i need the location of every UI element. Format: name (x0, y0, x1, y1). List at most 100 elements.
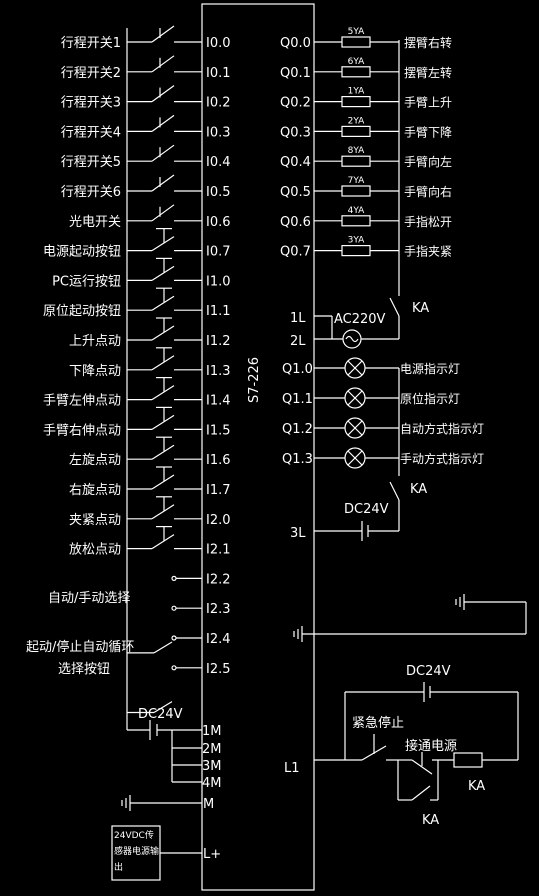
solenoid-coil-icon (341, 125, 371, 138)
input-address: I1.7 (206, 483, 231, 498)
output-address: Q0.1 (280, 66, 311, 81)
input-label: 右旋点动 (69, 483, 121, 498)
output-function-label: 摆臂右转 (404, 35, 452, 50)
input-label: 放松点动 (69, 543, 121, 558)
output-address: Q0.5 (280, 185, 311, 200)
ka-coil-label: KA (468, 779, 485, 794)
selector-lever-icon (153, 701, 173, 714)
lamp-address: Q1.3 (282, 452, 313, 467)
push-button-icon (151, 295, 175, 311)
output-function-label: 手臂向左 (404, 154, 452, 169)
dc24v-label-out: DC24V (344, 502, 389, 517)
limit-switch-icon (151, 85, 175, 103)
input-address: I1.1 (206, 304, 231, 319)
sensor-box-line2: 感器电源输 (114, 845, 159, 857)
limit-switch-icon (151, 204, 175, 222)
output-address: Q0.2 (280, 96, 311, 111)
input-address: I0.0 (206, 36, 231, 51)
lamp-function-label: 原位指示灯 (400, 391, 460, 406)
output-address: Q0.6 (280, 215, 311, 230)
input-label: 夹紧点动 (69, 513, 121, 528)
output-function-label: 手臂下降 (404, 125, 452, 139)
input-label: 电源起动按钮 (43, 245, 121, 260)
input-label: 行程开关3 (61, 96, 121, 111)
input-address: I0.4 (206, 155, 231, 170)
solenoid-coil-icon (341, 155, 371, 167)
terminal-l-plus: L+ (203, 847, 221, 862)
ac220v-label: AC220V (334, 312, 386, 327)
input-label: 行程开关1 (61, 36, 121, 51)
selector-lever-icon (153, 641, 173, 654)
lamp-row-Q1-3: Q1.3 手动方式指示灯 (282, 447, 484, 469)
coil-label: 2YA (348, 116, 366, 126)
coil-label: 4YA (348, 206, 366, 216)
output-function-label: 手臂上升 (404, 96, 452, 110)
plc-model-label: S7-226 (247, 357, 262, 403)
push-button-icon (151, 325, 175, 341)
lamp-function-label: 电源指示灯 (400, 361, 460, 376)
auto-manual-label: 自动/手动选择 (48, 591, 130, 606)
input-label: 手臂左伸点动 (43, 394, 121, 409)
solenoid-coil-icon (341, 95, 371, 108)
solenoid-coil-icon (341, 185, 371, 197)
selector-contact-icon (171, 665, 177, 671)
coil-label: 3YA (348, 236, 366, 246)
push-button-icon (151, 385, 175, 401)
push-button-icon (151, 265, 175, 281)
input-label: 手臂右伸点动 (43, 423, 121, 438)
limit-switch-icon (151, 55, 175, 73)
terminal-m: M (203, 797, 214, 812)
limit-switch-icon (151, 114, 175, 132)
terminal-2m: 2M (202, 742, 222, 757)
selector-contact-icon (171, 605, 177, 611)
terminal-3m: 3M (202, 759, 222, 774)
solenoid-coil-icon (341, 215, 371, 227)
terminal-1l: 1L (290, 311, 306, 326)
limit-switch-icon (151, 174, 175, 192)
limit-switch-icon (151, 144, 175, 162)
output-row-Q0-6: Q0.6 4YA 手指松开 (280, 206, 452, 230)
input-address: I1.2 (206, 334, 231, 349)
input-label: PC运行按钮 (52, 274, 121, 289)
input-address: I1.6 (206, 453, 231, 468)
input-address: I1.0 (206, 274, 231, 289)
output-function-label: 手指夹紧 (404, 244, 452, 259)
push-button-icon (151, 534, 175, 550)
selector-contact-icon (171, 635, 177, 641)
input-address: I2.2 (206, 572, 231, 587)
ka-contact-1 (389, 297, 400, 317)
emergency-stop-label: 紧急停止 (352, 715, 404, 731)
output-function-label: 手指松开 (404, 214, 452, 229)
input-dc-label: DC24V (138, 707, 183, 722)
output-address: Q0.0 (280, 36, 311, 51)
input-address: I1.4 (206, 394, 231, 409)
solenoid-coil-icon (341, 245, 371, 257)
input-row-I1-4: 手臂左伸点动 I1.4 (43, 377, 231, 409)
ka-coil (453, 752, 483, 768)
ka-label-1: KA (412, 301, 429, 316)
solenoid-coil-icon (341, 66, 371, 78)
lamp-function-label: 手动方式指示灯 (400, 451, 484, 466)
push-button-icon (151, 444, 175, 460)
terminal-l1: L1 (284, 761, 300, 776)
ka-holding-contact (411, 785, 431, 801)
